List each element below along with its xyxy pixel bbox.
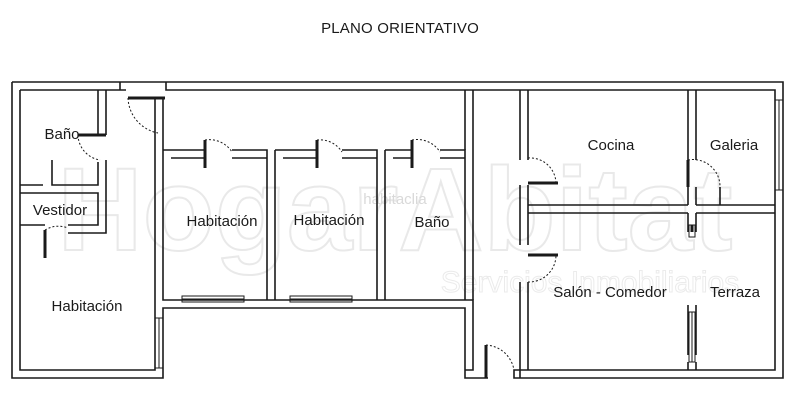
terraza-walls xyxy=(687,213,697,370)
watermark-brand: HogarAbitat xyxy=(57,144,732,276)
watermark: HogarAbitat Servicios Inmobiliarios habi… xyxy=(56,143,739,300)
room-label-cocina: Cocina xyxy=(588,137,635,154)
door-entry xyxy=(127,96,165,134)
room-label-galeria: Galeria xyxy=(710,137,759,154)
room-label-bano-2: Baño xyxy=(414,214,449,231)
room-label-habitacion-3: Habitación xyxy=(294,212,365,229)
bano-1-walls xyxy=(20,90,99,186)
door-habitacion-3 xyxy=(315,139,343,168)
room-label-bano-1: Baño xyxy=(44,126,79,143)
door-main-entry xyxy=(484,344,515,378)
watermark-source: habitaclia xyxy=(363,191,427,208)
hall-wall-lower xyxy=(519,282,529,378)
door-salon xyxy=(527,253,558,283)
room-label-terraza: Terraza xyxy=(710,284,761,301)
habitacion-2-walls xyxy=(163,149,268,300)
vestidor-inner xyxy=(68,90,107,234)
door-vestidor xyxy=(43,225,69,258)
door-galeria xyxy=(686,159,721,188)
vestidor-walls xyxy=(20,192,99,226)
room-label-salon-comedor: Salón - Comedor xyxy=(553,284,666,301)
galeria-walls xyxy=(696,187,775,214)
door-bano-2 xyxy=(410,139,441,168)
room-label-habitacion-principal: Habitación xyxy=(52,298,123,315)
watermark-tagline: Servicios Inmobiliarios xyxy=(441,266,739,299)
room-label-vestidor: Vestidor xyxy=(33,202,87,219)
room-label-habitacion-2: Habitación xyxy=(187,213,258,230)
doors xyxy=(43,96,721,378)
windows xyxy=(154,99,784,369)
corridor-right-wall xyxy=(464,90,474,300)
outer-wall-left xyxy=(11,82,488,379)
door-cocina xyxy=(527,157,558,185)
habitacion-3-walls xyxy=(274,149,378,300)
door-habitacion-2 xyxy=(203,139,233,168)
plan-title: PLANO ORIENTATIVO xyxy=(321,20,479,37)
hall-wall xyxy=(519,90,529,245)
room-labels: Baño Vestidor Habitación Habitación Habi… xyxy=(33,126,761,315)
outer-wall-inner-left xyxy=(19,90,156,371)
outer-wall-entry xyxy=(20,82,126,91)
cocina-walls xyxy=(528,90,697,214)
door-bano-1 xyxy=(77,133,106,161)
